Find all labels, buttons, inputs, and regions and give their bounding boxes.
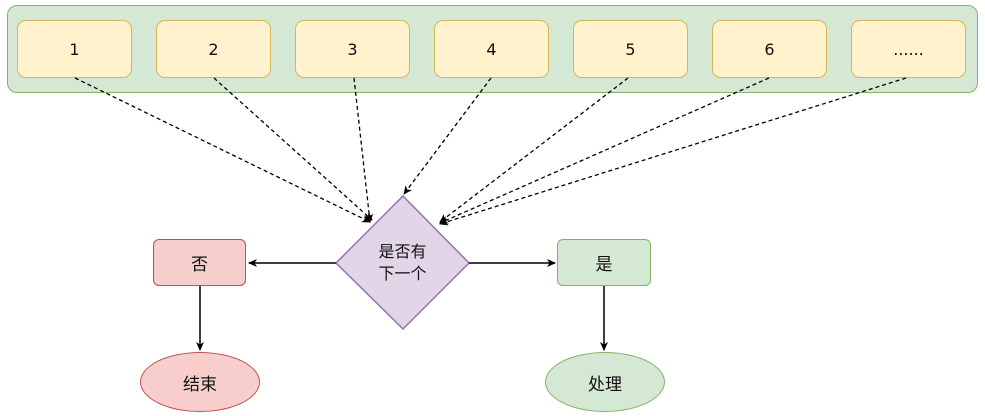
decision-label-line1: 是否有 — [378, 242, 427, 261]
list-item-6: 6 — [712, 20, 827, 78]
dashed-arrow-4 — [403, 77, 492, 195]
list-item-2: 2 — [156, 20, 271, 78]
decision-label-line2: 下一个 — [378, 264, 427, 283]
dashed-arrow-5 — [439, 77, 629, 223]
decision-label: 是否有 下一个 — [350, 240, 455, 286]
list-item-5: 5 — [573, 20, 688, 78]
list-item-1: 1 — [17, 20, 132, 78]
yes-box: 是 — [557, 239, 651, 286]
dashed-arrow-1 — [74, 77, 371, 223]
no-box: 否 — [153, 239, 246, 286]
list-item-3: 3 — [295, 20, 410, 78]
list-item-4: 4 — [434, 20, 549, 78]
decision-diamond — [334, 194, 471, 331]
dashed-arrow-more — [439, 77, 907, 226]
dashed-arrow-6 — [439, 77, 770, 224]
process-ellipse: 处理 — [545, 352, 665, 412]
dashed-arrow-3 — [353, 77, 374, 223]
dashed-arrow-2 — [213, 77, 373, 221]
list-item-more: ...... — [851, 20, 966, 78]
end-ellipse: 结束 — [140, 352, 260, 412]
